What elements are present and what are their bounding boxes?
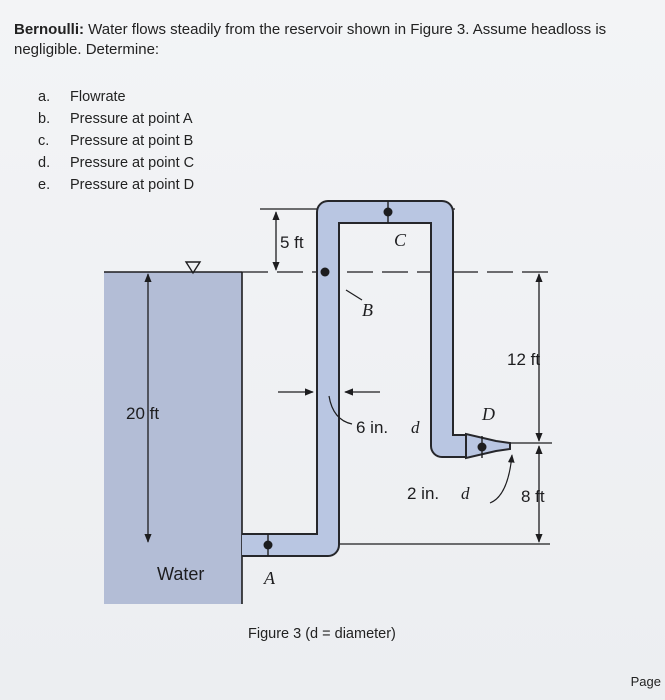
- list-item: e.Pressure at point D: [38, 177, 195, 193]
- nozzle-leader: [489, 454, 515, 504]
- point-a-label: A: [263, 568, 276, 588]
- problem-statement: Bernoulli: Water flows steadily from the…: [14, 20, 654, 60]
- parts-list: a.Flowrate b.Pressure at point A c.Press…: [38, 86, 194, 196]
- point-d-label: D: [481, 404, 495, 424]
- point-b-marker: [320, 267, 330, 277]
- dim-6in-leader: [328, 395, 353, 425]
- list-item: a.Flowrate: [38, 89, 126, 105]
- nozzle-diameter-value: 2 in.: [407, 484, 439, 503]
- problem-text: Water flows steadily from the reservoir …: [14, 21, 607, 58]
- dim-20ft-label: 20 ft: [126, 404, 159, 423]
- point-c-label: C: [394, 230, 407, 250]
- page-label: Page: [630, 674, 661, 689]
- point-b-label: B: [362, 300, 373, 320]
- list-item: d.Pressure at point C: [38, 155, 195, 171]
- figure-caption: Figure 3 (d = diameter): [248, 626, 396, 642]
- dim-12ft-label: 12 ft: [507, 350, 540, 369]
- reservoir-water: [104, 272, 242, 604]
- point-d-marker: [477, 436, 487, 458]
- nozzle-diameter-symbol: d: [461, 484, 470, 503]
- dim-5ft-label: 5 ft: [280, 233, 304, 252]
- water-label: Water: [157, 564, 204, 584]
- dim-8ft-label: 8 ft: [521, 487, 545, 506]
- list-item: b.Pressure at point A: [38, 111, 193, 127]
- point-b-leader: [345, 289, 363, 301]
- free-surface-triangle: [184, 261, 202, 275]
- problem-heading: Bernoulli:: [14, 21, 84, 38]
- pipe-diameter-value: 6 in.: [356, 418, 388, 437]
- point-c-marker: [383, 201, 393, 223]
- nozzle: [465, 432, 511, 460]
- pipe-diameter-symbol: d: [411, 418, 420, 437]
- point-a-marker: [263, 534, 273, 556]
- list-item: c.Pressure at point B: [38, 133, 194, 149]
